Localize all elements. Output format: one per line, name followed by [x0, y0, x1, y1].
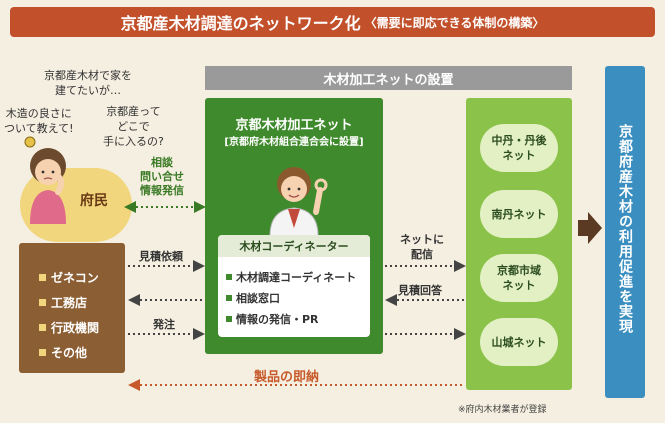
region-line: ネット: [502, 149, 536, 162]
region-kyoto-city: 京都市域ネット: [480, 254, 558, 302]
consult-line: 情報発信: [140, 184, 184, 197]
net-delivery-line: 配信: [411, 248, 433, 261]
regional-networks-box: 中丹・丹後ネット 南丹ネット 京都市域ネット 山城ネット: [466, 98, 572, 390]
network-title: 京都木材加工ネット: [235, 118, 353, 133]
speech-line: 手に入るの?: [103, 135, 164, 148]
coordinator-man-icon: [269, 167, 328, 236]
region-line: 中丹・丹後: [491, 134, 547, 147]
speech-line: 京都産木材で家を: [44, 69, 132, 82]
bullet-icon: [226, 295, 232, 301]
region-line: 山城ネット: [491, 335, 547, 349]
goal-box: 京都府産木材の利用促進を実現: [605, 66, 645, 398]
speech-bubble-where: 京都産って どこで 手に入るの?: [103, 104, 164, 149]
org-label: 工務店: [51, 296, 88, 310]
network-setup-header: 木材加工ネットの設置: [205, 66, 572, 90]
net-delivery-line: ネットに: [400, 233, 444, 246]
coordinator-item: 木材調達コーディネート: [226, 269, 356, 285]
speech-bubble-house: 京都産木材で家を 建てたいが…: [44, 68, 132, 98]
goal-text: 京都府産木材の利用促進を実現: [617, 124, 633, 334]
coordinator-item: 相談窓口: [226, 290, 280, 306]
bullet-icon: [39, 349, 46, 356]
net-delivery-label: ネットに 配信: [400, 232, 444, 262]
speech-line: どこで: [117, 120, 150, 133]
coordinator-item-label: 木材調達コーディネート: [236, 271, 357, 284]
region-line: ネット: [502, 279, 536, 292]
coordinator-box: 木材コーディネーター 木材調達コーディネート 相談窓口 情報の発信・PR: [218, 235, 370, 337]
order-label: 発注: [153, 318, 175, 331]
coordinator-item-label: 情報の発信・PR: [236, 313, 319, 326]
speech-line: 木造の良さに: [5, 107, 72, 120]
org-item: ゼネコン: [39, 269, 99, 286]
region-yamashiro: 山城ネット: [480, 318, 558, 366]
org-item: 行政機関: [39, 319, 99, 336]
org-label: その他: [51, 346, 88, 360]
consult-labels: 相談 問い合せ 情報発信: [140, 156, 184, 198]
citizen-label: 府民: [80, 193, 108, 209]
org-item: その他: [39, 344, 87, 361]
region-tango: 中丹・丹後ネット: [480, 124, 558, 172]
title-main: 京都産木材調達のネットワーク化: [120, 14, 361, 33]
org-label: ゼネコン: [51, 271, 99, 285]
coordinator-item-label: 相談窓口: [236, 292, 280, 305]
goal-arrow-icon: [578, 212, 602, 244]
consult-line: 相談: [151, 156, 173, 169]
region-line: 南丹ネット: [491, 207, 547, 221]
speech-line: 京都産って: [106, 105, 161, 118]
estimate-reply-label: 見積回答: [398, 284, 442, 297]
coordinator-item: 情報の発信・PR: [226, 311, 319, 327]
bullet-icon: [39, 274, 46, 281]
woman-icon: [24, 136, 66, 224]
speech-bubble-wood: 木造の良さに ついて教えて!: [4, 106, 74, 136]
bullet-icon: [39, 324, 46, 331]
bullet-icon: [226, 316, 232, 322]
network-subtitle: [京都府木材組合連合会に設置]: [224, 137, 364, 148]
region-nantan: 南丹ネット: [480, 190, 558, 238]
consult-line: 問い合せ: [140, 170, 184, 183]
estimate-request-label: 見積依頼: [139, 250, 183, 263]
organizations-box: ゼネコン 工務店 行政機関 その他: [19, 243, 125, 373]
bullet-icon: [39, 299, 46, 306]
speech-line: ついて教えて!: [4, 122, 74, 135]
title-subtitle: 〈需要に即応できる体制の構築〉: [364, 15, 545, 30]
speech-line: 建てたいが…: [55, 84, 121, 97]
org-item: 工務店: [39, 294, 87, 311]
org-label: 行政機関: [51, 321, 100, 335]
product-delivery-label: 製品の即納: [254, 370, 320, 385]
diagram-title: 京都産木材調達のネットワーク化 〈需要に即応できる体制の構築〉: [10, 7, 655, 37]
region-line: 京都市域: [497, 264, 541, 277]
coordinator-title: 木材コーディネーター: [218, 235, 370, 257]
bullet-icon: [226, 274, 232, 280]
registration-note: ※府内木材業者が登録: [458, 405, 547, 415]
